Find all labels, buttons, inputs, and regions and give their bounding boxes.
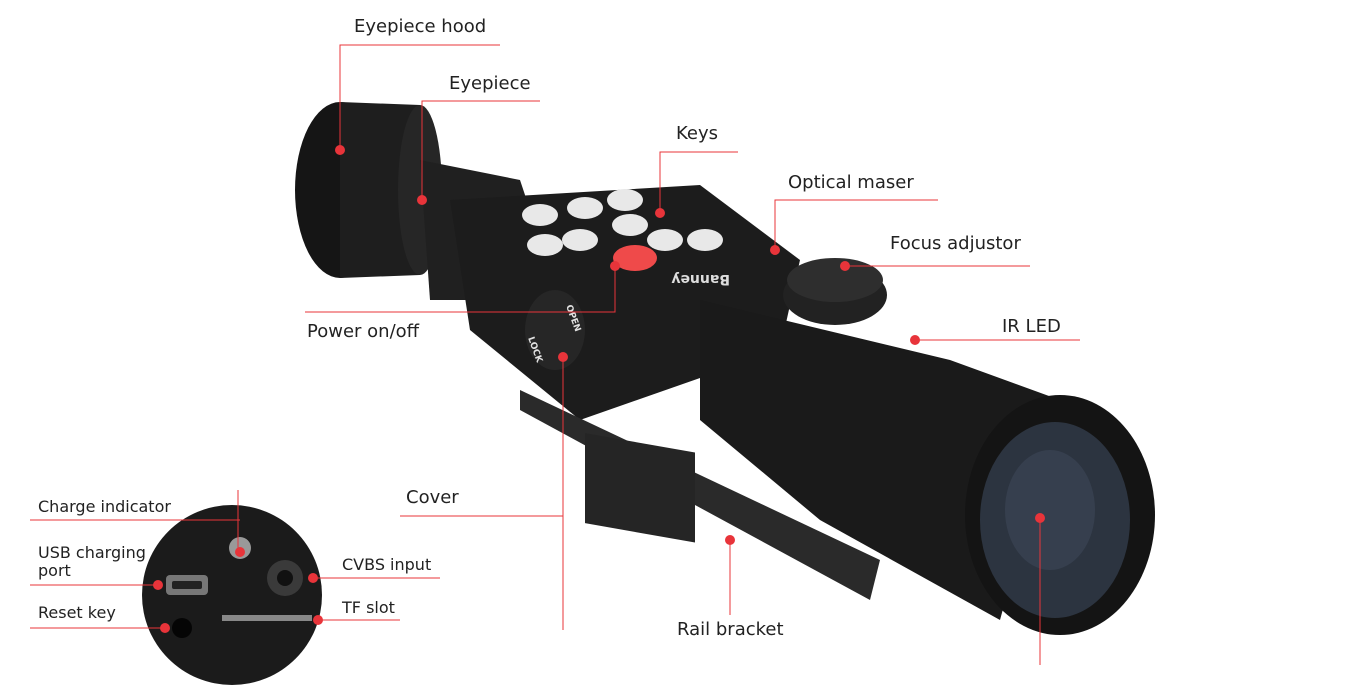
label-usb-line1: USB charging — [38, 543, 146, 562]
label-tf-slot: TF slot — [342, 598, 395, 617]
leader-dots — [153, 145, 1045, 633]
port-closeup — [142, 505, 322, 685]
label-cvbs-input: CVBS input — [342, 555, 432, 574]
power-key — [613, 245, 657, 271]
label-reset-key: Reset key — [38, 603, 116, 622]
label-charge-indicator: Charge indicator — [38, 497, 171, 516]
label-power: Power on/off — [307, 321, 420, 342]
label-eyepiece: Eyepiece — [449, 73, 531, 94]
label-eyepiece-hood: Eyepiece hood — [354, 16, 487, 37]
label-cover: Cover — [406, 487, 459, 508]
brand-marking: Banney — [671, 271, 730, 287]
label-rail-bracket: Rail bracket — [677, 619, 784, 640]
label-keys: Keys — [676, 123, 719, 144]
label-focus-adjustor: Focus adjustor — [890, 233, 1021, 254]
label-optical-maser: Optical maser — [788, 172, 914, 193]
label-usb-line2: port — [38, 561, 71, 580]
label-ir-led: IR LED — [1002, 316, 1061, 337]
scope-body: Banney LOCK OPEN — [295, 102, 1155, 635]
leader-lines — [30, 44, 1080, 665]
